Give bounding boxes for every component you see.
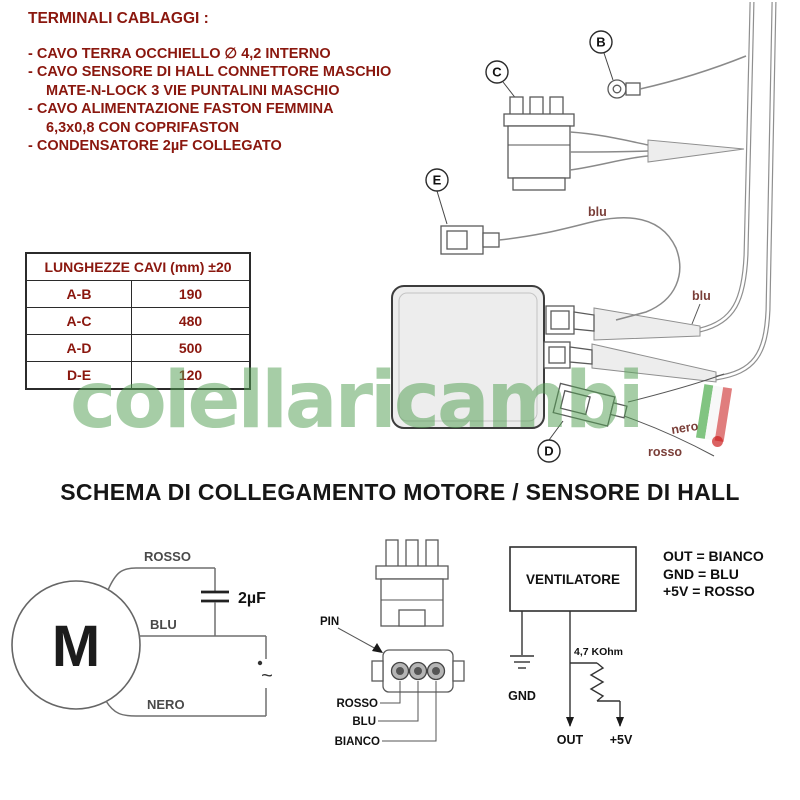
cable-id: A-B <box>25 280 132 308</box>
mate-n-lock-connector <box>503 96 649 191</box>
table-title: LUNGHEZZE CAVI (mm) ±20 <box>25 252 251 281</box>
pin-arrow <box>372 643 383 653</box>
connector-detail-diagram: PIN ROSSO BLU BIANCO <box>320 539 465 748</box>
out-label: OUT <box>557 733 584 747</box>
fan-box <box>509 546 637 612</box>
fan-box-label: VENTILATORE <box>526 572 620 587</box>
resistor-value-label: 4,7 KOhm <box>574 646 623 658</box>
terminali-line: MATE-N-LOCK 3 VIE PUNTALINI MASCHIO <box>46 82 340 99</box>
gnd-label: GND <box>508 689 536 703</box>
point-c: C <box>485 60 509 84</box>
wire-label-blu-right: blu <box>692 289 711 303</box>
wire-bundle-fan-3 <box>647 139 745 163</box>
connector-d <box>552 382 628 427</box>
ring-terminal <box>607 55 747 99</box>
control-unit-box <box>391 285 545 429</box>
terminali-line: - CAVO ALIMENTAZIONE FASTON FEMMINA <box>28 101 334 118</box>
motor-wire-nero-label: NERO <box>147 697 185 712</box>
point-d-label: D <box>544 444 553 459</box>
rosso-wire <box>623 415 715 457</box>
cable-length: 120 <box>131 361 251 390</box>
table-row: A-D 500 <box>25 334 251 362</box>
wire-label-blu-top: blu <box>588 205 607 219</box>
legend-line: OUT = BIANCO <box>663 548 764 564</box>
point-b: B <box>589 30 613 54</box>
point-d: D <box>537 439 561 463</box>
cable-length: 190 <box>131 280 251 308</box>
table-row: D-E 120 <box>25 361 251 390</box>
motor-wire-rosso-label: ROSSO <box>144 549 191 564</box>
page-title: SCHEMA DI COLLEGAMENTO MOTORE / SENSORE … <box>60 479 740 505</box>
cable-length: 480 <box>131 307 251 335</box>
point-c-label: C <box>492 65 502 80</box>
legend-line: +5V = ROSSO <box>663 583 755 599</box>
motor-circle <box>11 580 141 710</box>
cable-length: 500 <box>131 334 251 362</box>
motor-diagram: M ~ ROSSO BLU NERO 2µF <box>11 549 273 717</box>
terminali-title: TERMINALI CABLAGGI : <box>28 10 209 27</box>
cable-id: A-D <box>25 334 132 362</box>
table-row: A-B 190 <box>25 280 251 308</box>
terminali-cablaggi-block: TERMINALI CABLAGGI : - CAVO TERRA OCCHIE… <box>28 10 458 155</box>
out-arrow <box>566 717 574 727</box>
harness-diagram: B C E D blu blu nero rosso <box>391 1 777 463</box>
faston-terminal-2 <box>543 341 593 369</box>
cable-id: A-C <box>25 307 132 335</box>
motor-wire-blu-label: BLU <box>150 617 177 632</box>
terminali-line: - CAVO TERRA OCCHIELLO ∅ 4,2 INTERNO <box>28 46 331 62</box>
terminali-line: - CONDENSATORE 2µF COLLEGATO <box>28 138 282 155</box>
signal-legend: OUT = BIANCO GND = BLU +5V = ROSSO <box>663 548 764 601</box>
wire-label-rosso: rosso <box>648 445 682 459</box>
point-b-label: B <box>596 35 605 50</box>
wire-bundle-fan-1 <box>593 307 701 341</box>
table-row: A-C 480 <box>25 307 251 335</box>
legend-line: GND = BLU <box>663 565 739 582</box>
table-header-row: LUNGHEZZE CAVI (mm) ±20 <box>25 252 251 281</box>
cable-id: D-E <box>25 361 132 390</box>
motor-letter: M <box>52 614 100 679</box>
ac-symbol: ~ <box>261 665 273 687</box>
point-e: E <box>425 168 449 192</box>
pin-bianco-label: BIANCO <box>335 736 380 748</box>
terminali-line: - CAVO SENSORE DI HALL CONNETTORE MASCHI… <box>28 64 392 81</box>
wire-bundle-fan-2 <box>591 343 717 383</box>
capacitor-symbol <box>201 590 229 603</box>
connector-side-view <box>375 539 449 627</box>
cable-lengths-table: LUNGHEZZE CAVI (mm) ±20 A-B 190 A-C 480 … <box>25 252 251 390</box>
plus5v-label: +5V <box>610 733 633 747</box>
pin-rosso-label: ROSSO <box>336 698 378 710</box>
faston-connector-e <box>440 217 681 321</box>
resistor-symbol <box>589 662 605 702</box>
point-e-label: E <box>433 173 442 188</box>
plus5v-arrow <box>616 717 624 727</box>
faston-terminal-1 <box>545 305 595 335</box>
ground-symbol <box>510 655 534 669</box>
capacitor-value-label: 2µF <box>238 590 266 607</box>
wire-label-nero: nero <box>670 419 699 437</box>
pin-label: PIN <box>320 616 339 628</box>
nero-wire <box>627 373 725 403</box>
terminali-line: 6,3x0,8 CON COPRIFASTON <box>46 119 240 136</box>
fan-circuit-diagram: VENTILATORE GND OUT +5V 4,7 KOhm <box>508 546 637 747</box>
pin-blu-label: BLU <box>352 716 376 728</box>
